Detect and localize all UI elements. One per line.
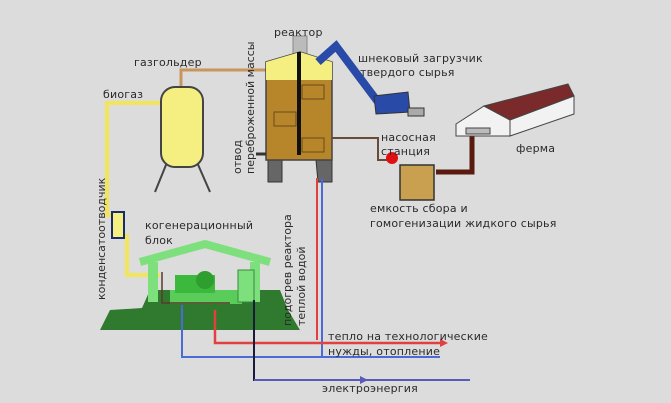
label-heat-2: нужды, отопление	[328, 345, 441, 358]
label-tank-2: гомогенизации жидкого сырья	[370, 217, 557, 230]
pump-icon	[386, 152, 398, 164]
gasholder	[154, 86, 211, 193]
label-chp-1: когенерационный	[145, 219, 254, 232]
heat-output-line	[213, 310, 440, 345]
electricity-arrow-icon	[360, 376, 368, 384]
manure-pipe	[436, 136, 475, 175]
label-heating-1: подогрев реактора	[281, 214, 294, 326]
label-heating-2: теплой водой	[295, 246, 308, 326]
homogenization-tank	[399, 164, 435, 201]
label-biogas: биогаз	[103, 88, 144, 101]
label-screw-loader-2: твердого сырья	[360, 66, 455, 79]
label-heat-1: тепло на технологические	[328, 330, 489, 343]
farm-building	[455, 83, 575, 137]
chp-unit	[100, 239, 300, 330]
condensate-trap	[111, 211, 125, 239]
label-farm: ферма	[516, 142, 556, 155]
pump-pipe	[332, 137, 388, 161]
label-digestate-1: отвод	[231, 140, 244, 174]
biogas-pipe	[105, 101, 161, 217]
label-condensate: конденсатоотводчик	[95, 177, 108, 300]
label-digestate-2: перебро­женной массы	[244, 41, 257, 174]
label-gasholder: газгольдер	[134, 56, 202, 69]
label-chp-2: блок	[145, 234, 173, 247]
gas-pipe	[179, 68, 268, 88]
reactor	[256, 35, 333, 183]
label-tank-1: емкость сбора и	[370, 202, 468, 215]
label-electricity: электроэнергия	[322, 382, 418, 395]
screw-feeder	[315, 40, 425, 117]
label-reactor: реактор	[274, 26, 323, 39]
label-pump-1: насосная	[381, 131, 436, 144]
label-pump-2: станция	[381, 145, 431, 158]
label-screw-loader-1: шнековый загрузчик	[358, 52, 483, 65]
return-line	[181, 305, 440, 358]
